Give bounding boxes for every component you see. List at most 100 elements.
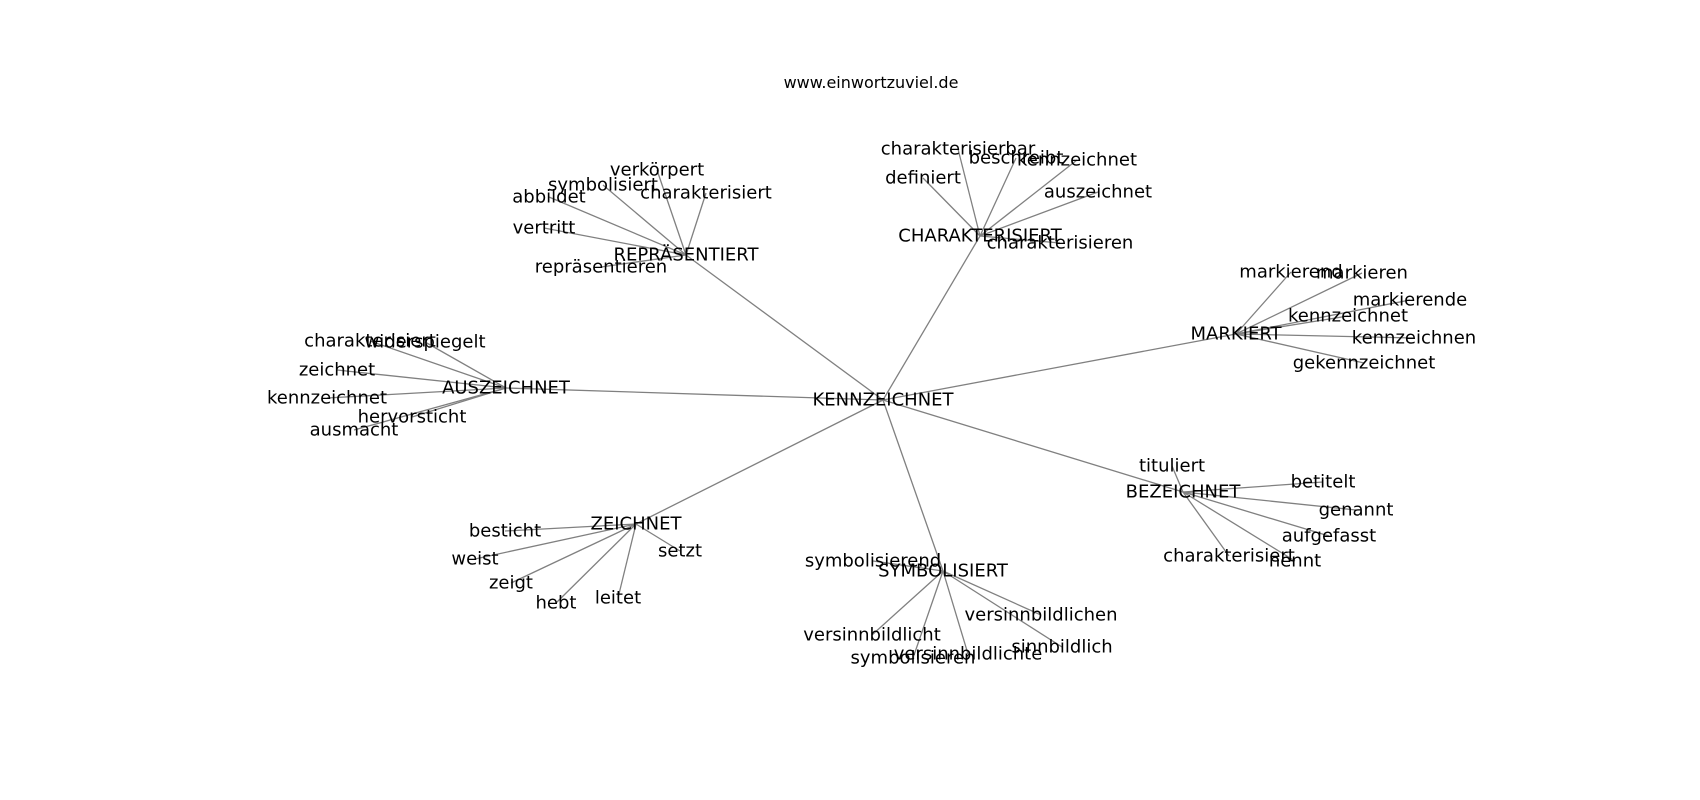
leaf-node-zeichnet-zeigt: zeigt (489, 573, 533, 594)
edge-repraesentiert-charakterisiert (685, 192, 707, 256)
leaf-node-markiert-kennzeichnen: kennzeichnen (1352, 328, 1476, 349)
leaf-node-markiert-kennzeichnet: kennzeichnet (1288, 306, 1408, 327)
edge-bezeichnet-tituliert (1171, 465, 1184, 493)
edge-root-markiert (882, 333, 1237, 401)
edge-bezeichnet-charakterisiert (1182, 491, 1230, 557)
edge-root-zeichnet (635, 399, 884, 525)
leaf-node-charakterisiert-kennzeichnet: kennzeichnet (1017, 150, 1137, 171)
hub-node-zeichnet: ZEICHNET (591, 514, 683, 535)
edge-charakterisiert-charakterisieren (979, 235, 1061, 244)
leaf-node-bezeichnet-betitelt: betitelt (1291, 472, 1356, 493)
edge-symbolisiert-sinnbildlich (942, 570, 1063, 648)
edge-symbolisiert-symbolisierend (872, 560, 944, 572)
leaf-node-repraesentiert-vertritt: vertritt (513, 218, 576, 239)
edge-symbolisiert-versinnbildlichen (942, 570, 1042, 616)
edge-bezeichnet-aufgefasst (1182, 491, 1330, 537)
edge-charakterisiert-kennzeichnet (979, 159, 1078, 237)
edge-bezeichnet-betitelt (1182, 481, 1324, 493)
edge-markiert-gekennzeichnet (1235, 333, 1365, 364)
edge-repraesentiert-abbildet (548, 196, 687, 256)
leaf-node-bezeichnet-nennt: nennt (1269, 551, 1321, 572)
leaf-node-symbolisiert-symbolisierend: symbolisierend (805, 551, 941, 572)
source-url: www.einwortzuviel.de (784, 73, 959, 92)
edge-markiert-markierende (1235, 299, 1411, 335)
leaf-node-auszeichnet-ausmacht: ausmacht (310, 420, 399, 441)
hub-node-repraesentiert: REPRÄSENTIERT (614, 245, 760, 266)
leaf-node-zeichnet-besticht: besticht (469, 521, 541, 542)
leaf-node-markiert-markierende: markierende (1353, 290, 1467, 311)
leaf-node-repraesentiert-repraesentieren: repräsentieren (535, 257, 667, 278)
leaf-node-charakterisiert-auszeichnet: auszeichnet (1044, 182, 1152, 203)
edge-auszeichnet-ausmacht (353, 387, 507, 431)
edge-zeichnet-leitet (617, 523, 637, 599)
edge-charakterisiert-charakterisierbar (957, 148, 981, 237)
leaf-node-markiert-markieren: markieren (1316, 263, 1408, 284)
leaf-node-auszeichnet-zeichnet: zeichnet (299, 360, 375, 381)
hub-node-symbolisiert: SYMBOLISIERT (878, 561, 1009, 582)
edge-symbolisiert-versinnbildlicht (871, 570, 944, 636)
leaf-node-auszeichnet-kennzeichnet: kennzeichnet (267, 388, 387, 409)
edge-zeichnet-setzt (635, 523, 681, 552)
edge-auszeichnet-kennzeichnet (326, 387, 507, 399)
leaf-node-repraesentiert-charakterisiert: charakterisiert (640, 183, 772, 204)
leaf-node-zeichnet-hebt: hebt (536, 593, 577, 614)
leaf-node-charakterisiert-charakterisierbar: charakterisierbar (881, 139, 1036, 160)
leaf-node-symbolisiert-sinnbildlich: sinnbildlich (1011, 637, 1112, 658)
hub-node-bezeichnet: BEZEICHNET (1126, 482, 1242, 503)
edge-repraesentiert-symbolisiert (602, 184, 687, 256)
leaf-node-auszeichnet-charakterisiert: charakterisiert (304, 331, 436, 352)
edge-bezeichnet-nennt (1182, 491, 1296, 562)
edge-markiert-markierend (1235, 271, 1292, 335)
edge-root-auszeichnet (505, 387, 884, 401)
edge-zeichnet-hebt (555, 523, 637, 604)
edge-bezeichnet-genannt (1182, 491, 1357, 511)
edges-layer (326, 148, 1415, 659)
edge-zeichnet-zeigt (510, 523, 637, 584)
leaf-node-markiert-gekennzeichnet: gekennzeichnet (1293, 353, 1436, 374)
leaf-node-bezeichnet-genannt: genannt (1319, 500, 1394, 521)
leaf-node-bezeichnet-aufgefasst: aufgefasst (1282, 526, 1376, 547)
hub-node-markiert: MARKIERT (1190, 324, 1282, 345)
edge-auszeichnet-charakterisiert (369, 340, 507, 389)
edge-repraesentiert-repraesentieren (600, 254, 687, 268)
hub-node-charakterisiert: CHARAKTERISIERT (898, 226, 1062, 247)
hub-node-auszeichnet: AUSZEICHNET (442, 378, 571, 399)
leaf-node-symbolisiert-versinnbildlichen: versinnbildlichen (965, 605, 1118, 626)
leaf-node-zeichnet-leitet: leitet (595, 588, 641, 609)
edge-zeichnet-besticht (504, 523, 637, 532)
leaf-node-markiert-markierend: markierend (1239, 262, 1342, 283)
leaf-node-zeichnet-setzt: setzt (658, 541, 702, 562)
edge-auszeichnet-zeichnet (336, 369, 507, 389)
leaf-node-bezeichnet-charakterisiert: charakterisiert (1163, 546, 1295, 567)
edge-zeichnet-weist (474, 523, 637, 560)
leaf-node-auszeichnet-widerspiegelt: widerspiegelt (364, 332, 485, 353)
edge-root-bezeichnet (882, 399, 1184, 493)
edge-symbolisiert-versinnbildlichte (942, 570, 969, 655)
edge-markiert-kennzeichnet (1235, 315, 1349, 335)
edge-root-repraesentiert (685, 254, 884, 401)
edge-charakterisiert-auszeichnet (979, 191, 1099, 237)
root-node-label: KENNZEICHNET (812, 390, 954, 411)
edge-charakterisiert-beschreibt (979, 157, 1017, 237)
labels-layer: KENNZEICHNETREPRÄSENTIERTverkörpertsymbo… (267, 139, 1476, 669)
leaf-node-repraesentiert-symbolisiert: symbolisiert (548, 175, 658, 196)
leaf-node-charakterisiert-definiert: definiert (885, 168, 961, 189)
leaf-node-repraesentiert-verkoerpert: verkörpert (610, 160, 704, 181)
leaf-node-bezeichnet-tituliert: tituliert (1139, 456, 1205, 477)
edge-root-symbolisiert (882, 399, 944, 572)
leaf-node-charakterisiert-charakterisieren: charakterisieren (987, 233, 1134, 254)
leaf-node-charakterisiert-beschreibt: beschreibt (969, 148, 1064, 169)
edge-repraesentiert-verkoerpert (656, 169, 687, 256)
edge-root-charakterisiert (882, 235, 981, 401)
edge-symbolisiert-symbolisieren (912, 570, 944, 659)
leaf-node-zeichnet-weist: weist (451, 549, 498, 570)
edge-charakterisiert-definiert (922, 177, 981, 237)
leaf-node-symbolisiert-symbolisieren: symbolisieren (851, 648, 976, 669)
leaf-node-symbolisiert-versinnbildlicht: versinnbildlicht (803, 625, 941, 646)
leaf-node-symbolisiert-versinnbildlichte: versinnbildlichte (894, 644, 1043, 665)
leaf-node-auszeichnet-hervorsticht: hervorsticht (358, 407, 467, 428)
edge-repraesentiert-vertritt (543, 227, 687, 256)
edge-markiert-kennzeichnen (1235, 333, 1415, 339)
leaf-node-repraesentiert-abbildet: abbildet (512, 187, 585, 208)
